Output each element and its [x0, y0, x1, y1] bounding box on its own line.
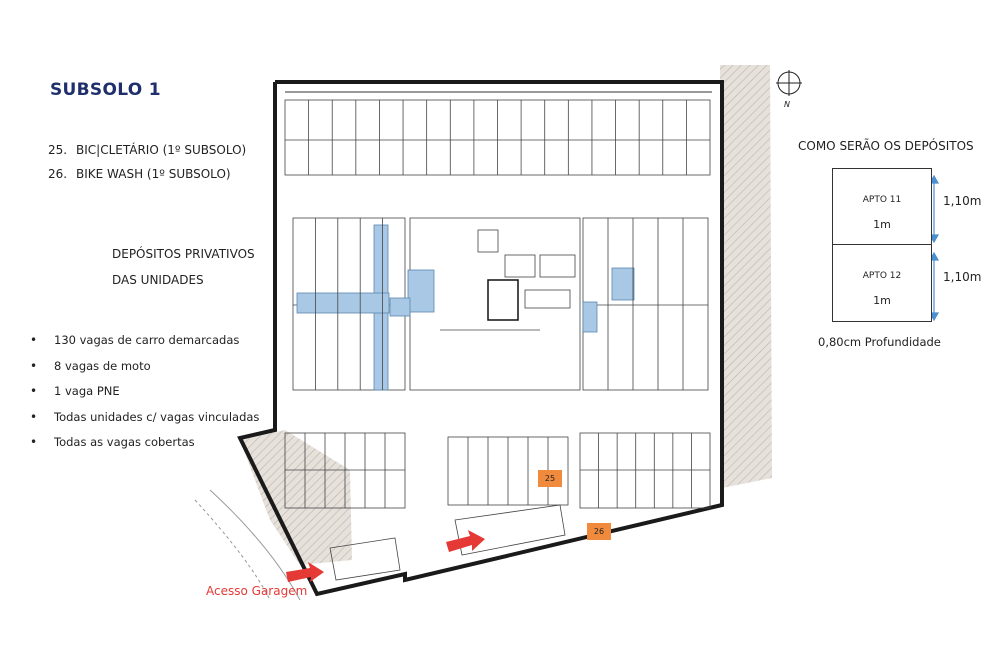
central-core	[409, 217, 581, 391]
private-deposits	[296, 224, 635, 391]
legend-text: BIKE WASH (1º SUBSOLO)	[76, 167, 231, 181]
legend-text: BIC|CLETÁRIO (1º SUBSOLO)	[76, 143, 247, 157]
parking-row-top	[284, 99, 711, 176]
deposit-box-apto-11: APTO 11 1m	[832, 168, 932, 246]
deposits-label-line2: DAS UNIDADES	[112, 273, 204, 287]
legend-number: 25.	[48, 143, 68, 157]
legend-item-26: 26. BIKE WASH (1º SUBSOLO)	[48, 167, 231, 181]
page-title: SUBSOLO 1	[50, 80, 161, 100]
legend-item-25: 25. BIC|CLETÁRIO (1º SUBSOLO)	[48, 143, 246, 157]
deposit-depth-label: 0,80cm Profundidade	[818, 335, 941, 349]
parking-block-right	[582, 217, 709, 391]
list-item: 130 vagas de carro demarcadas	[30, 328, 259, 354]
deposit-apt-label: APTO 11	[862, 195, 902, 205]
access-arrow-1	[286, 562, 324, 582]
deposit-apt-label: APTO 12	[862, 271, 902, 281]
deposit-box-apto-12: APTO 12 1m	[832, 244, 932, 322]
deposit-height-label-1: 1,10m	[943, 194, 982, 208]
compass-label: N	[784, 100, 790, 109]
legend-number: 26.	[48, 167, 68, 181]
deposit-width-label: 1m	[873, 218, 891, 231]
deposit-width-label: 1m	[873, 294, 891, 307]
tag-26: 26	[587, 523, 611, 540]
access-arrow-2	[446, 530, 485, 552]
outer-wall	[237, 80, 724, 597]
terrain-hatch-right	[720, 65, 772, 488]
features-list: 130 vagas de carro demarcadas 8 vagas de…	[30, 328, 259, 456]
tag-25: 25	[538, 470, 562, 487]
list-item: Todas unidades c/ vagas vinculadas	[30, 405, 259, 431]
list-item: Todas as vagas cobertas	[30, 430, 259, 456]
deposits-label-line1: DEPÓSITOS PRIVATIVOS	[112, 247, 255, 261]
compass-icon	[776, 70, 802, 96]
parking-row-bottom-right	[579, 432, 711, 509]
deposit-height-label-2: 1,10m	[943, 270, 982, 284]
access-road-curve	[194, 499, 271, 601]
deposit-detail-title: COMO SERÃO OS DEPÓSITOS	[798, 139, 974, 153]
list-item: 1 vaga PNE	[30, 379, 259, 405]
access-label: Acesso Garagem	[206, 584, 308, 598]
list-item: 8 vagas de moto	[30, 354, 259, 380]
terrain-hatch-left	[240, 430, 352, 565]
